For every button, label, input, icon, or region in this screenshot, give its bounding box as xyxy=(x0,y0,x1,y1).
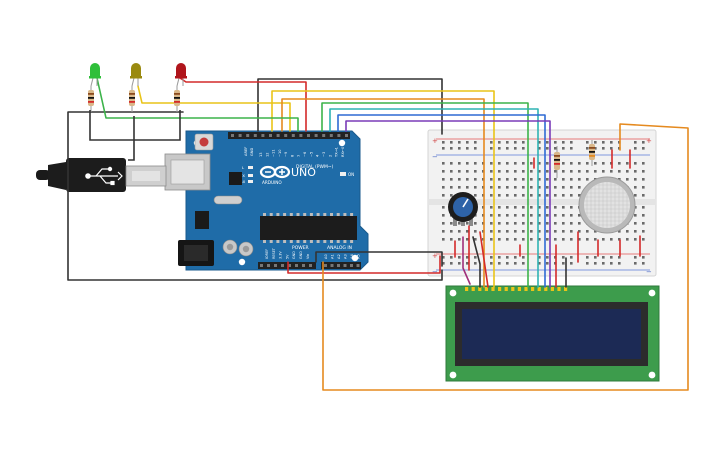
bottom-header-pins xyxy=(260,264,360,267)
analog-header xyxy=(321,262,361,269)
aref-label: AREF xyxy=(244,147,248,156)
power-label: POWER xyxy=(292,245,309,251)
power-led xyxy=(340,172,346,176)
analog-pin-label: A3 xyxy=(344,254,348,259)
rail-minus-label-bottom: − xyxy=(432,268,438,276)
tx-label: TX xyxy=(239,173,245,178)
lcd-pins xyxy=(465,287,568,291)
power-pin-label: Vin xyxy=(306,254,310,259)
on-label: ON xyxy=(348,172,354,177)
digital-pin-label: 12 xyxy=(265,152,269,157)
lcd-16x2-display[interactable] xyxy=(445,285,660,382)
l-led xyxy=(248,166,253,169)
analog-pin-label: A0 xyxy=(324,254,328,259)
power-pin-label: GND xyxy=(299,251,303,259)
analog-pin-label: A5 xyxy=(357,254,361,259)
breadboard-resistor[interactable] xyxy=(554,146,560,178)
digital-pin-label: ~3 xyxy=(322,152,326,157)
led-resistor[interactable] xyxy=(88,86,94,112)
potentiometer[interactable] xyxy=(448,192,478,226)
digital-pin-label: 13 xyxy=(259,152,263,157)
rail-minus-label-right: − xyxy=(646,268,652,276)
analog-in-label: ANALOG IN xyxy=(327,245,352,251)
usb-chip xyxy=(229,172,242,185)
digital-pwm-label: DIGITAL (PWM~) xyxy=(296,164,334,170)
gnd-label: GND xyxy=(250,148,254,156)
digital-pin-label: ~9 xyxy=(284,151,288,157)
tx-led xyxy=(248,174,253,177)
led-ground-wires xyxy=(89,110,181,161)
mounting-hole xyxy=(338,139,346,147)
analog-pin-label: A1 xyxy=(331,254,335,259)
wires xyxy=(67,77,689,391)
digital-pin-label: ~6 xyxy=(303,151,307,157)
digital-pin-label: RX←0 xyxy=(341,146,345,157)
digital-pin-label: ~11 xyxy=(272,149,276,157)
green-led[interactable] xyxy=(89,63,101,87)
yellow-led[interactable] xyxy=(130,63,142,87)
voltage-regulator xyxy=(195,211,209,229)
l-label: L xyxy=(242,165,245,170)
digital-pin-label: TX→1 xyxy=(335,147,339,158)
breadboard-holes xyxy=(442,141,645,265)
lcd-mount-hole xyxy=(648,371,656,379)
digital-pin-label: 8 xyxy=(291,154,295,157)
lcd-mount-hole xyxy=(648,289,656,297)
uno-logo-text: UNO xyxy=(291,166,316,179)
gas-sensor[interactable] xyxy=(578,176,636,234)
led-resistor[interactable] xyxy=(174,86,180,112)
power-pin-label: GND xyxy=(292,251,296,259)
analog-pin-label: A2 xyxy=(337,254,341,259)
analog-pin-label: A4 xyxy=(350,254,354,259)
usb-cable xyxy=(36,158,167,192)
lcd-mount-hole xyxy=(449,371,457,379)
power-pin-label: 5V xyxy=(285,254,289,259)
reset-button-cap[interactable] xyxy=(199,137,209,147)
arduino-brand-text: ARDUINO xyxy=(262,180,282,185)
red-led[interactable] xyxy=(175,63,187,87)
digital-pin-label: ~5 xyxy=(309,152,313,157)
chip-legs xyxy=(263,213,354,243)
digital-header xyxy=(228,132,350,139)
usb-symbol-icon xyxy=(85,166,123,186)
mounting-hole xyxy=(238,258,246,266)
digital-pin-label: 2 xyxy=(328,155,332,157)
atmega-chip xyxy=(260,216,357,240)
crystal-oscillator xyxy=(213,195,243,205)
arduino-logo-icon xyxy=(259,165,291,179)
digital-pin-label: ~10 xyxy=(278,149,282,157)
lcd-mount-hole xyxy=(449,289,457,297)
led-group xyxy=(88,63,187,112)
digital-header-pins xyxy=(231,134,348,137)
breadboard-resistor[interactable] xyxy=(589,140,595,166)
mounting-hole xyxy=(351,254,359,262)
rail-plus-label-right: + xyxy=(646,137,652,145)
rail-plus-label: + xyxy=(432,137,438,145)
rx-led xyxy=(248,180,253,183)
rail-minus-label: − xyxy=(432,153,438,161)
power-pin-label: IOREF xyxy=(265,249,269,259)
digital-pin-label: 4 xyxy=(316,154,320,157)
digital-pin-label: 7 xyxy=(297,155,301,157)
power-header xyxy=(258,262,316,269)
lcd-screen xyxy=(462,309,641,359)
power-pin-label: RESET xyxy=(272,247,276,259)
rx-label: RX xyxy=(240,179,246,184)
rail-plus-label-bottom: + xyxy=(432,252,438,260)
led-resistor[interactable] xyxy=(129,86,135,112)
power-pin-label: 3.3V xyxy=(279,251,283,259)
breadboard[interactable]: + − + − + − xyxy=(427,129,657,277)
